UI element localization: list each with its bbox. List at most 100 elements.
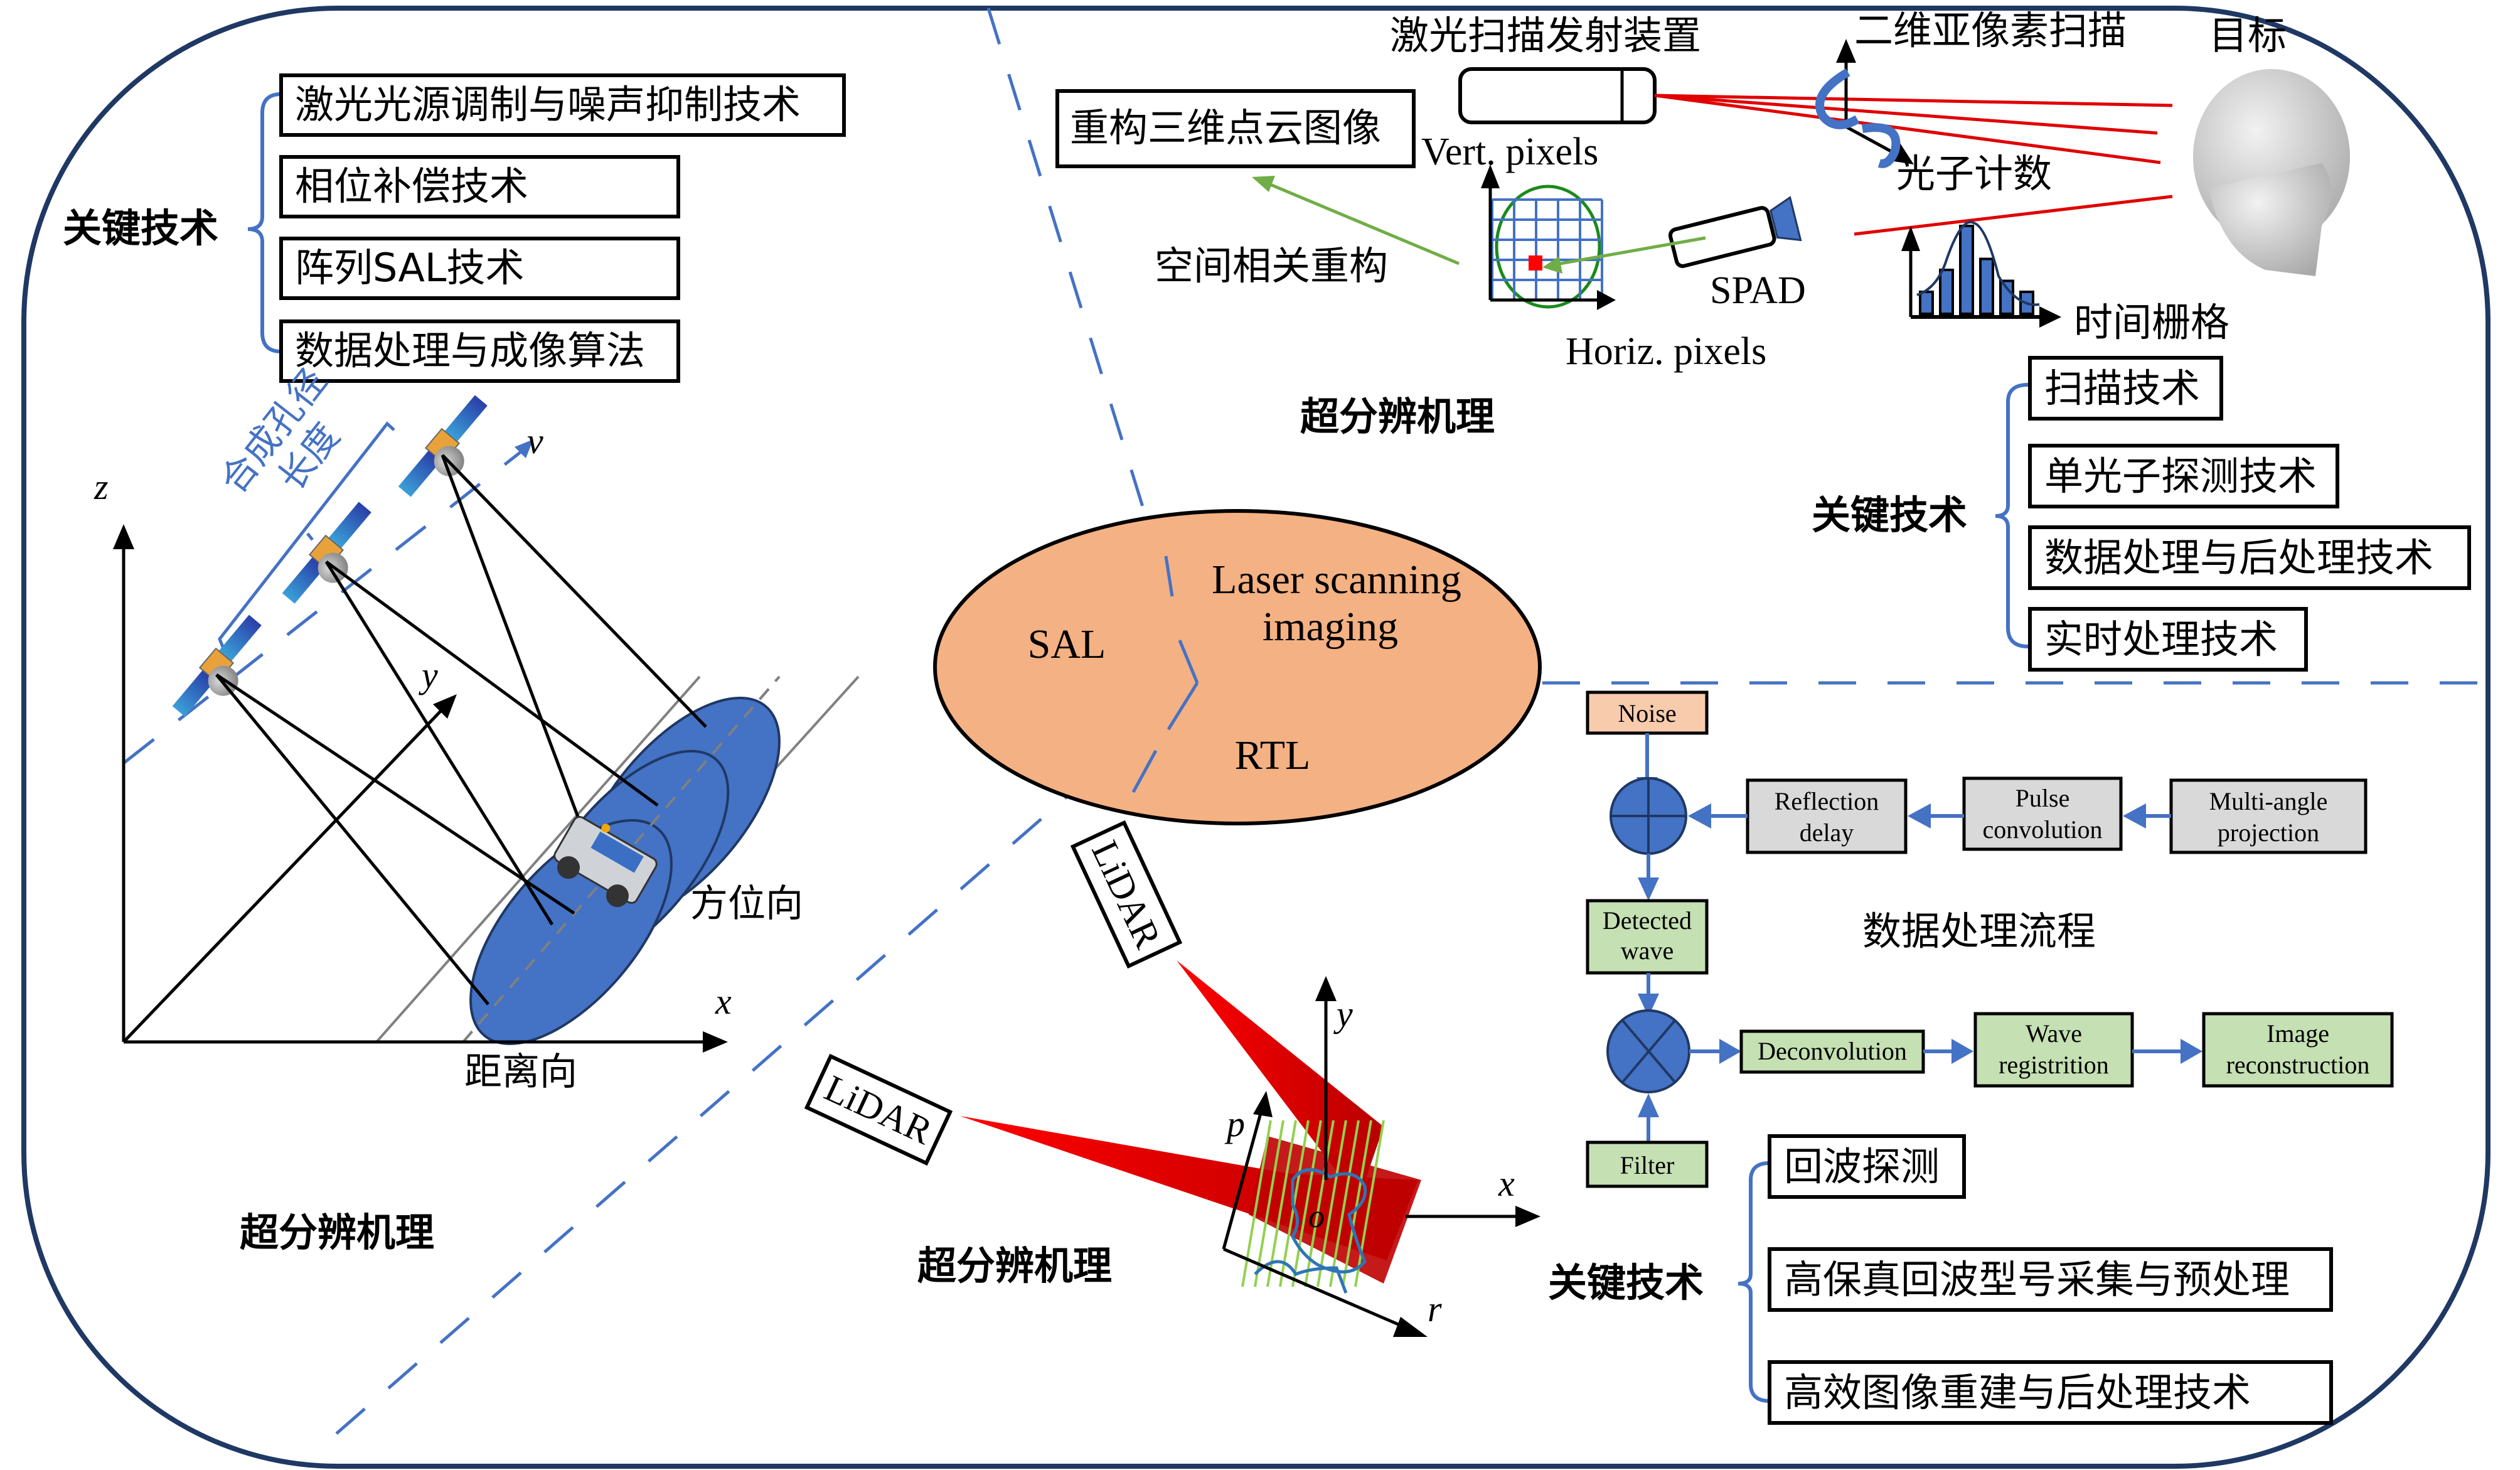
- scan-mechanism-label: 超分辨机理: [1300, 394, 1495, 439]
- scan-line: [1354, 1120, 1385, 1287]
- svg-text:高保真回波型号采集与预处理: 高保真回波型号采集与预处理: [1784, 1257, 2290, 1302]
- target-head-icon: [2193, 69, 2350, 276]
- azimuth-label: 方位向: [690, 882, 803, 926]
- sal-mechanism-label: 超分辨机理: [240, 1210, 434, 1255]
- noise-node: [1586, 690, 1709, 735]
- sal-key-tech-label: 关键技术: [63, 205, 218, 251]
- svg-text:相位补偿技术: 相位补偿技术: [295, 163, 528, 209]
- sal-key-tech-item: 阵列SAL技术: [279, 237, 680, 300]
- rtl-mechanism-label: 超分辨机理: [917, 1243, 1112, 1289]
- vert-pixels-label: Vert. pixels: [1421, 131, 1598, 173]
- sal-key-tech-item: 激光光源调制与噪声抑制技术: [279, 73, 846, 137]
- spatial-recon-label: 空间相关重构: [1155, 243, 1388, 289]
- sal-axis-z: z: [93, 466, 109, 507]
- scan-key-tech-item: 实时处理技术: [2028, 607, 2308, 672]
- svg-text:阵列SAL技术: 阵列SAL技术: [295, 245, 524, 291]
- svg-text:Filter: Filter: [1620, 1151, 1675, 1179]
- filter-node: [1586, 1140, 1709, 1188]
- svg-text:Wave: Wave: [2026, 1019, 2082, 1048]
- pixel-grid: [1481, 164, 1616, 310]
- processing-flow: Noise Reflection delay Pulse convolution…: [1586, 690, 2394, 1188]
- label-rtl: RTL: [1235, 732, 1311, 778]
- emitter-label: 激光扫描发射装置: [1390, 13, 1701, 58]
- reconstruct-box: [1055, 89, 1416, 168]
- time-bins-label: 时间栅格: [2074, 299, 2229, 345]
- sal-axis-x: x: [715, 981, 732, 1022]
- rtl-axis-p: p: [1224, 1103, 1245, 1144]
- sal-key-tech-item: 相位补偿技术: [279, 155, 680, 218]
- rtl-panel: LiDAR LiDAR y x p r o 超分辨机理 Noise: [804, 690, 2394, 1425]
- svg-text:数据处理与后处理技术: 数据处理与后处理技术: [2044, 535, 2433, 581]
- scan-line: [1342, 1120, 1372, 1287]
- sal-key-tech-brace: [247, 92, 282, 353]
- pulse-convolution-node: [1962, 776, 2123, 851]
- lidar-box-top: LiDAR: [1070, 820, 1183, 969]
- histogram-envelope: [1916, 220, 2040, 306]
- svg-text:实时处理技术: 实时处理技术: [2044, 616, 2278, 662]
- scan-line: [1316, 1120, 1347, 1287]
- rtl-key-tech-item: 高效图像重建与后处理技术: [1768, 1360, 2333, 1425]
- scan-line: [1254, 1120, 1284, 1287]
- center-ellipse: [933, 509, 1542, 825]
- sal-key-tech-item: 数据处理与成像算法: [279, 319, 680, 383]
- reconstruct-box-label: 重构三维点云图像: [1070, 105, 1381, 151]
- svg-text:数据处理与成像算法: 数据处理与成像算法: [295, 328, 645, 373]
- rtl-key-tech-item: 回波探测: [1768, 1134, 1966, 1199]
- sal-axis-y: y: [419, 655, 438, 695]
- svg-text:激光光源调制与噪声抑制技术: 激光光源调制与噪声抑制技术: [295, 82, 801, 127]
- svg-text:扫描技术: 扫描技术: [2044, 365, 2200, 411]
- rotation-arrow-icon: [1861, 123, 1901, 168]
- scan-key-tech-brace: [1995, 383, 2029, 648]
- label-sal: SAL: [1028, 621, 1106, 667]
- histogram-bar: [1979, 257, 1994, 315]
- svg-text:Deconvolution: Deconvolution: [1758, 1037, 1907, 1065]
- rtl-origin: o: [1308, 1199, 1325, 1235]
- spad-detector: [1668, 196, 1802, 268]
- target-label: 目标: [2209, 13, 2287, 58]
- subpixel-scan-label: 二维亚像素扫描: [1854, 8, 2127, 53]
- lidar-box-left: LiDAR: [804, 1053, 953, 1166]
- rtl-axis-y: y: [1333, 994, 1353, 1034]
- rtl-axis-r: r: [1428, 1289, 1442, 1329]
- laser-emitter: [1458, 67, 1657, 124]
- label-imaging: imaging: [1263, 604, 1398, 650]
- rtl-key-tech-brace: [1738, 1161, 1770, 1403]
- rtl-key-tech-item: 高保真回波型号采集与预处理: [1768, 1247, 2333, 1312]
- aperture-bracket: [218, 421, 395, 652]
- svg-text:convolution: convolution: [1982, 815, 2102, 844]
- rotation-arrow-icon: [1815, 68, 1860, 129]
- svg-text:Noise: Noise: [1618, 699, 1676, 727]
- divider-bottom-left: [320, 682, 1199, 1448]
- scan-line: [1329, 1120, 1360, 1287]
- range-label: 距离向: [464, 1050, 577, 1094]
- time-histogram: [1901, 220, 2061, 328]
- active-pixel: [1529, 255, 1542, 271]
- deconvolution-node: [1739, 1029, 1925, 1074]
- satellite-icon: [282, 502, 371, 604]
- image-reconstruction-node: [2202, 1012, 2394, 1088]
- target-contour: [1291, 1168, 1367, 1274]
- flow-title: 数据处理流程: [1862, 908, 2096, 954]
- label-laser-scanning: Laser scanning: [1212, 557, 1461, 603]
- photon-count-label: 光子计数: [1896, 151, 2052, 196]
- svg-text:单光子探测技术: 单光子探测技术: [2044, 453, 2317, 499]
- svg-text:wave: wave: [1621, 936, 1674, 965]
- velocity-label: v: [527, 421, 543, 461]
- spad-label: SPAD: [1710, 269, 1806, 312]
- svg-text:reconstruction: reconstruction: [2226, 1051, 2370, 1079]
- svg-text:Detected: Detected: [1603, 906, 1692, 935]
- velocity-arrowhead: [515, 439, 533, 458]
- histogram-bar: [1999, 279, 2014, 315]
- vehicle-icon: [553, 816, 658, 908]
- laser-beam: [1177, 960, 1384, 1200]
- sal-panel: 关键技术 激光光源调制与噪声抑制技术 相位补偿技术 阵列SAL技术 数据处理与成…: [63, 73, 860, 1255]
- svg-text:projection: projection: [2218, 818, 2319, 847]
- svg-text:delay: delay: [1800, 818, 1854, 847]
- svg-text:高效图像重建与后处理技术: 高效图像重建与后处理技术: [1784, 1370, 2251, 1415]
- rtl-axis-x: x: [1498, 1163, 1515, 1204]
- svg-text:回波探测: 回波探测: [1784, 1144, 1940, 1189]
- satellite-icon: [398, 395, 488, 497]
- scan-line: [1291, 1120, 1322, 1287]
- svg-text:Multi-angle: Multi-angle: [2209, 787, 2328, 815]
